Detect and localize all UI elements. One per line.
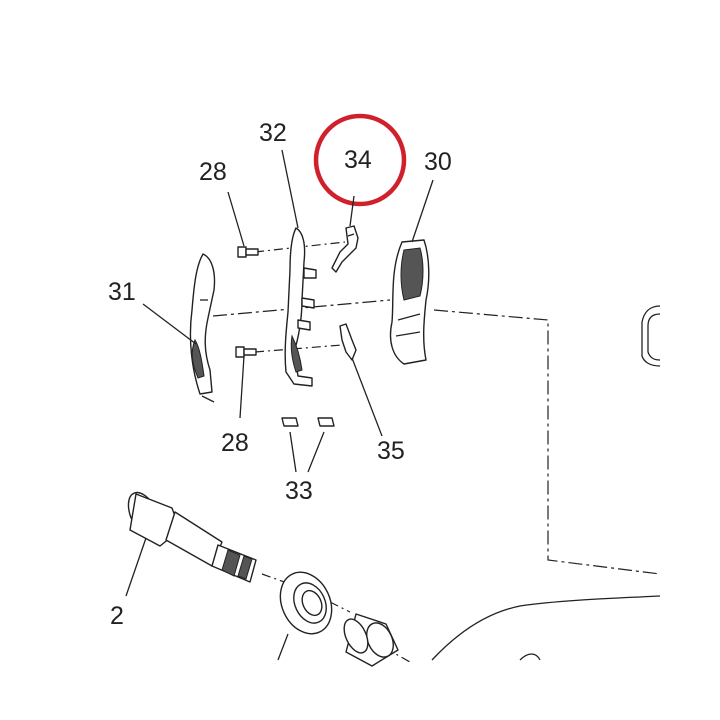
bearing [279,571,333,635]
leader-lines [125,149,434,661]
highlight-circle [313,113,407,207]
part-32-bracket [284,227,317,387]
part-34-clip [331,225,359,273]
part-28-screw-bottom [235,346,257,358]
label-34: 34 [344,146,372,174]
label-2: 2 [110,602,124,630]
label-30: 30 [424,148,452,176]
housing-outline [431,305,661,661]
label-33: 33 [285,477,313,505]
bushing [343,613,399,667]
part-31-cover [189,253,216,403]
label-32: 32 [259,119,287,147]
part-35-clip [339,323,357,361]
part-30-grip [389,239,430,365]
part-2-shaft [127,491,257,583]
part-28-screw-top [237,246,259,258]
label-31: 31 [108,278,136,306]
label-35: 35 [377,437,405,465]
part-33-pads [281,417,335,427]
label-28-top: 28 [199,158,227,186]
label-28-bottom: 28 [221,429,249,457]
